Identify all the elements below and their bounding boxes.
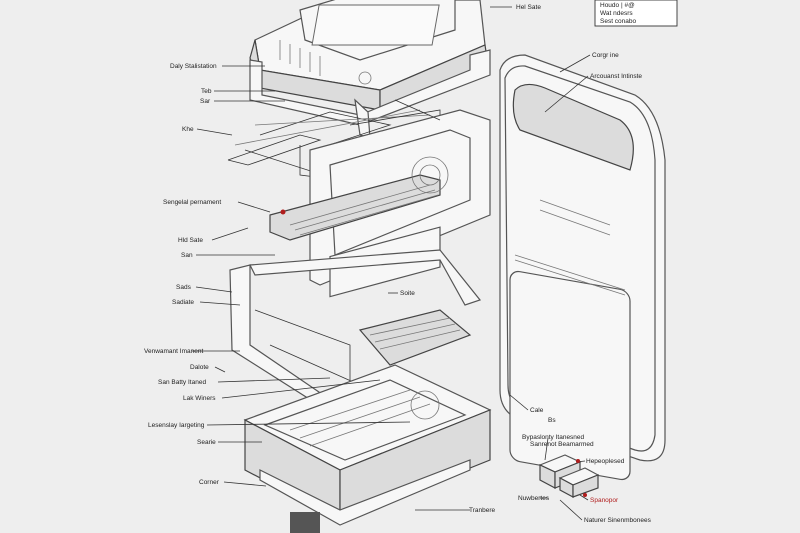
label-dalote: Dalote (190, 364, 209, 371)
marker-red-3 (583, 493, 587, 497)
marker-red-2 (576, 459, 580, 463)
label-sar: Sar (200, 98, 211, 105)
label-hepeoplesed: Hepeoplesed (586, 458, 625, 465)
label-sadiate: Sadiate (172, 299, 194, 306)
label-teb: Teb (201, 88, 212, 95)
label-display-station: Daly Stalistation (170, 63, 217, 70)
label-sanrenot: Sanrenot Beamarmed (530, 441, 594, 448)
label-bypaslonty: Bypaslonty Itanesned (522, 434, 585, 441)
label-hel-sate: Hel Sate (516, 4, 541, 11)
small-components (538, 454, 600, 499)
door-panel (499, 54, 666, 481)
label-soite: Soite (400, 290, 415, 297)
note-line-3: Sest conabo (600, 18, 637, 25)
label-nuwbertes: Nuwbertes (518, 495, 550, 502)
note-box (594, 0, 678, 27)
base-tray (243, 364, 492, 533)
label-vemanent: Venwamant Imanent (144, 348, 203, 355)
label-lesenslay: Lesenslay Iargeting (148, 422, 205, 429)
label-tranbere: Tranbere (469, 507, 496, 514)
label-segmental-pernament: Sengelal pernament (163, 199, 221, 206)
label-searie: Searie (197, 439, 216, 446)
label-san: San (181, 252, 193, 259)
label-corner: Corner (199, 479, 220, 486)
label-sads: Sads (176, 284, 192, 291)
label-arcouanst: Arcouanst Intinste (590, 73, 642, 80)
label-khe: Khe (182, 126, 194, 133)
note-line-1: Houdo | #@ (600, 2, 635, 9)
middle-chassis (269, 109, 491, 298)
note-line-2: Wat ndesrs (600, 10, 633, 17)
label-spanopor: Spanopor (590, 497, 619, 504)
label-natureer: Naturer Sinenmbonees (584, 517, 652, 524)
label-lak-winers: Lak Winers (183, 395, 216, 402)
label-bs: Bs (548, 417, 556, 424)
callout-lines (192, 6, 591, 521)
label-hld-sate: Hld Sate (178, 237, 203, 244)
label-corgr-ine: Corgr ine (592, 52, 619, 59)
marker-red-1 (280, 209, 286, 215)
label-cale: Cale (530, 407, 544, 414)
top-lid (249, 0, 489, 111)
label-san-batty: San Batty Itaned (158, 379, 206, 386)
